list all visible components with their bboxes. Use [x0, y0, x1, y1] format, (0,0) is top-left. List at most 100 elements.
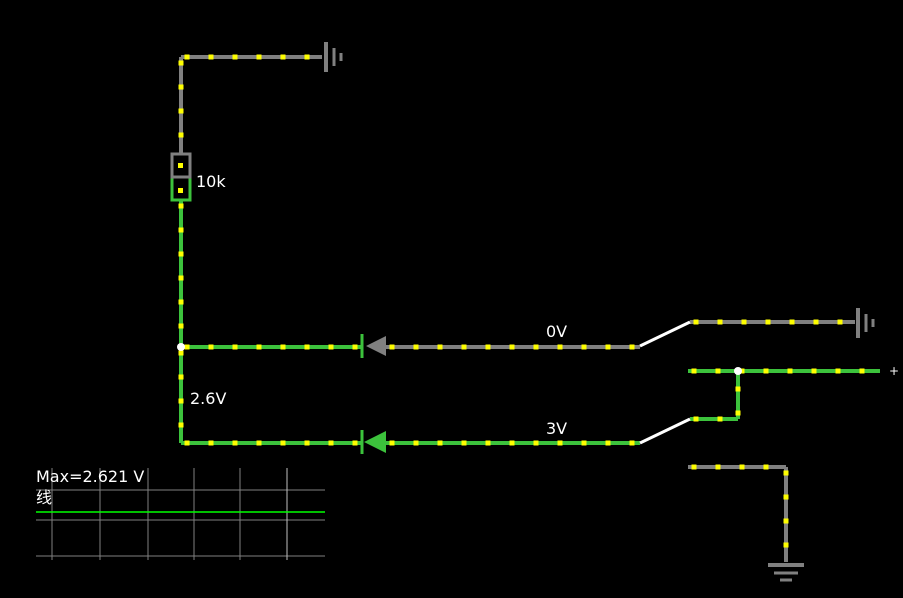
current-dot: [509, 440, 515, 446]
junction-node: [177, 343, 185, 351]
resistor-icon[interactable]: [170, 152, 192, 202]
current-dot: [581, 344, 587, 350]
current-dot: [783, 494, 789, 500]
current-dot: [485, 344, 491, 350]
diode-icon[interactable]: [360, 430, 386, 454]
current-dot: [178, 60, 184, 66]
current-dot: [715, 464, 721, 470]
current-dot: [763, 464, 769, 470]
current-dot: [605, 344, 611, 350]
current-dot: [328, 344, 334, 350]
scope-grid: [36, 468, 325, 560]
current-dot: [413, 440, 419, 446]
scope-readout: Max=2.621 V: [36, 467, 144, 486]
current-dot: [783, 470, 789, 476]
current-dot: [741, 319, 747, 325]
current-dot: [178, 374, 184, 380]
current-dot: [184, 440, 190, 446]
current-dot: [178, 299, 184, 305]
current-dot: [232, 440, 238, 446]
current-dot: [352, 440, 358, 446]
current-dot: [389, 440, 395, 446]
current-dot: [280, 54, 286, 60]
wires: [178, 54, 880, 562]
current-dot: [629, 440, 635, 446]
current-dot: [208, 344, 214, 350]
current-dot: [509, 344, 515, 350]
current-dot: [811, 368, 817, 374]
current-dot: [437, 344, 443, 350]
current-dot: [178, 275, 184, 281]
diode1-voltage-label: 0V: [546, 322, 567, 341]
current-dot: [352, 344, 358, 350]
current-dot: [208, 440, 214, 446]
current-dot: [413, 344, 419, 350]
current-dot: [178, 422, 184, 428]
current-dot: [485, 440, 491, 446]
switch-icon[interactable]: [639, 320, 691, 348]
current-dot: [178, 350, 184, 356]
current-dot: [813, 319, 819, 325]
current-dot: [178, 227, 184, 233]
current-dot: [280, 440, 286, 446]
current-dot: [178, 398, 184, 404]
current-dot: [557, 344, 563, 350]
current-dot: [557, 440, 563, 446]
current-dot: [208, 54, 214, 60]
current-dot: [533, 344, 539, 350]
current-dot: [691, 368, 697, 374]
current-dot: [533, 440, 539, 446]
current-dot: [735, 386, 741, 392]
rail-label: +: [889, 364, 899, 378]
current-dot: [605, 440, 611, 446]
diode-icon[interactable]: [360, 334, 386, 358]
current-dot: [837, 319, 843, 325]
current-dot: [178, 84, 184, 90]
ground-icon: [324, 42, 343, 72]
ground-icon: [768, 563, 804, 582]
diode2-voltage-label: 3V: [546, 419, 567, 438]
current-dot: [256, 440, 262, 446]
current-dot: [765, 319, 771, 325]
current-dot: [461, 440, 467, 446]
current-dot: [184, 344, 190, 350]
junction-node: [734, 367, 742, 375]
current-dot: [461, 344, 467, 350]
current-dot: [835, 368, 841, 374]
current-dot: [629, 344, 635, 350]
current-dot: [178, 108, 184, 114]
current-dot: [717, 416, 723, 422]
current-dot: [280, 344, 286, 350]
current-dot: [178, 203, 184, 209]
current-dot: [256, 54, 262, 60]
current-dot: [693, 416, 699, 422]
resistor-label: 10k: [196, 172, 226, 191]
current-dot: [789, 319, 795, 325]
current-dot: [304, 440, 310, 446]
current-dot: [691, 464, 697, 470]
current-dot: [717, 319, 723, 325]
scope-trace-label: 线: [36, 488, 52, 507]
current-dot: [389, 344, 395, 350]
current-dot: [184, 54, 190, 60]
current-dot: [304, 344, 310, 350]
ground-icon: [856, 308, 875, 338]
current-dot: [232, 344, 238, 350]
current-dot: [783, 542, 789, 548]
scope-panel[interactable]: Max=2.621 V 线: [36, 467, 325, 560]
switch-icon[interactable]: [639, 417, 691, 445]
current-dot: [232, 54, 238, 60]
current-dot: [693, 319, 699, 325]
output-voltage-label: 2.6V: [190, 389, 226, 408]
current-dot: [783, 518, 789, 524]
current-dot: [735, 410, 741, 416]
current-dot: [304, 54, 310, 60]
current-dot: [328, 440, 334, 446]
current-dot: [763, 368, 769, 374]
current-dot: [739, 464, 745, 470]
current-dot: [715, 368, 721, 374]
current-dot: [178, 323, 184, 329]
current-dot: [178, 251, 184, 257]
current-dot: [787, 368, 793, 374]
